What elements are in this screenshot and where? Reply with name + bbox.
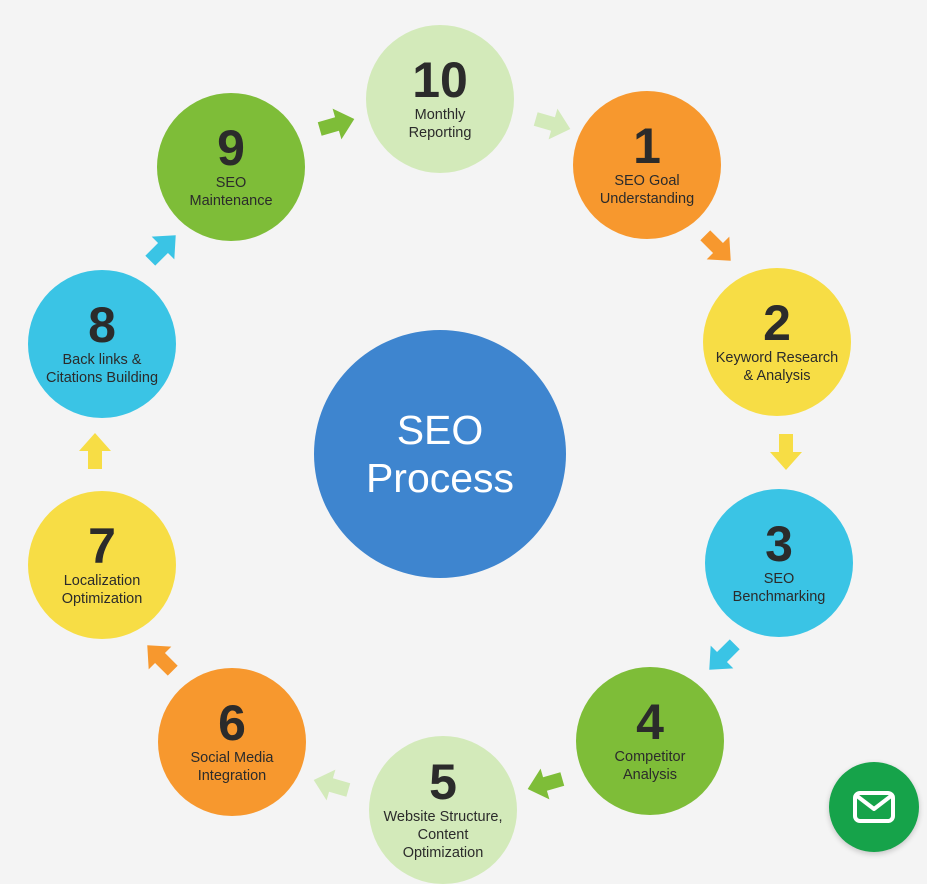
step-2-label: Keyword Research & Analysis bbox=[715, 350, 839, 384]
arrow-1-to-2-icon bbox=[700, 230, 731, 261]
step-10-number: 10 bbox=[412, 52, 468, 108]
step-3-circle: 3 SEO Benchmarking bbox=[705, 489, 853, 637]
step-2-number: 2 bbox=[763, 295, 791, 351]
arrow-4-to-5-icon bbox=[527, 768, 565, 800]
step-5-number: 5 bbox=[429, 754, 457, 810]
step-7-circle: 7 Localization Optimization bbox=[28, 491, 176, 639]
arrow-10-to-1-icon bbox=[533, 108, 571, 140]
step-10-circle: 10 Monthly Reporting bbox=[366, 25, 514, 173]
center-title-line-1: SEO bbox=[396, 407, 484, 453]
mail-icon bbox=[853, 791, 895, 823]
center-title-line-2: Process bbox=[365, 455, 515, 501]
step-4-label: Competitor Analysis bbox=[614, 749, 686, 783]
step-1-label: SEO Goal Understanding bbox=[599, 173, 695, 207]
step-7-label: Localization Optimization bbox=[61, 573, 143, 607]
center-circle: SEO Process bbox=[314, 330, 566, 578]
arrow-6-to-7-icon bbox=[147, 645, 178, 676]
step-1-circle: 1 SEO Goal Understanding bbox=[573, 91, 721, 239]
step-3-label: SEO Benchmarking bbox=[732, 571, 826, 605]
step-3-number: 3 bbox=[765, 516, 793, 572]
step-4-circle: 4 Competitor Analysis bbox=[576, 667, 724, 815]
step-9-number: 9 bbox=[217, 120, 245, 176]
step-6-label: Social Media Integration bbox=[190, 750, 274, 784]
step-8-label: Back links & Citations Building bbox=[45, 352, 159, 386]
step-6-number: 6 bbox=[218, 695, 246, 751]
arrow-5-to-6-icon bbox=[313, 769, 351, 801]
step-9-label: SEO Maintenance bbox=[189, 175, 273, 209]
step-9-circle: 9 SEO Maintenance bbox=[157, 93, 305, 241]
arrow-9-to-10-icon bbox=[317, 108, 355, 140]
arrow-3-to-4-icon bbox=[709, 639, 740, 670]
step-2-circle: 2 Keyword Research & Analysis bbox=[703, 268, 851, 416]
step-5-label: Website Structure, Content Optimization bbox=[383, 809, 503, 861]
arrow-2-to-3-icon bbox=[770, 434, 802, 470]
step-8-number: 8 bbox=[88, 297, 116, 353]
step-5-circle: 5 Website Structure, Content Optimizatio… bbox=[369, 736, 517, 884]
step-7-number: 7 bbox=[88, 518, 116, 574]
step-1-number: 1 bbox=[633, 118, 661, 174]
arrow-7-to-8-icon bbox=[79, 433, 111, 469]
step-6-circle: 6 Social Media Integration bbox=[158, 668, 306, 816]
mail-button[interactable] bbox=[829, 762, 919, 852]
step-10-label: Monthly Reporting bbox=[408, 107, 472, 141]
step-4-number: 4 bbox=[636, 694, 664, 750]
step-8-circle: 8 Back links & Citations Building bbox=[28, 270, 176, 418]
arrow-8-to-9-icon bbox=[145, 235, 176, 266]
